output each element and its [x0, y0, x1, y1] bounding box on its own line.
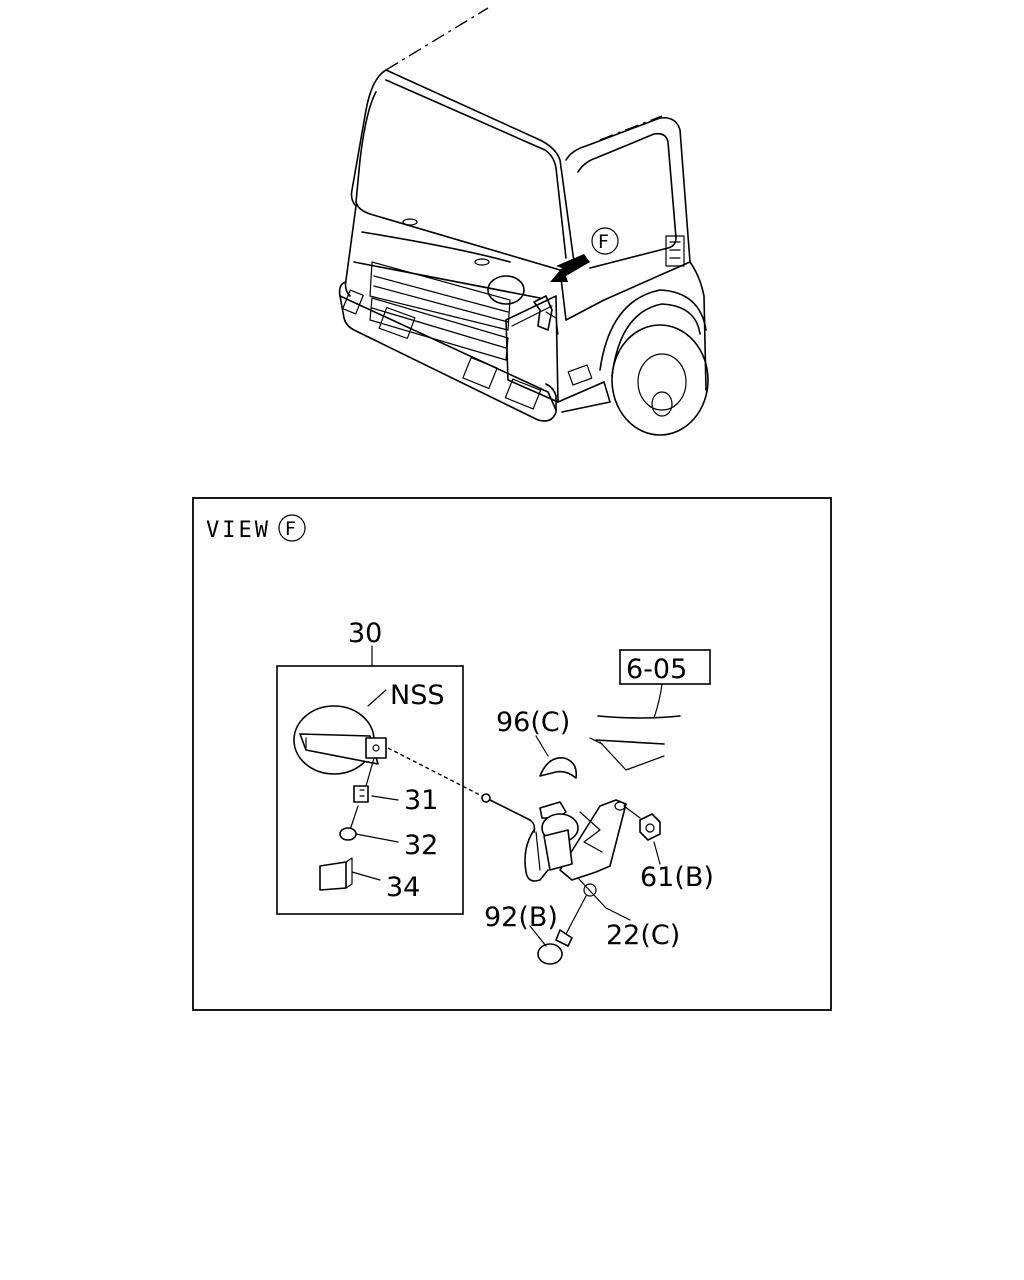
view-marker-label: F	[285, 518, 296, 540]
hinge-line	[365, 757, 375, 787]
cable-rod	[489, 799, 536, 833]
leader-22	[577, 877, 631, 921]
ref-box-6-05	[619, 649, 711, 685]
leader-34	[351, 871, 381, 881]
leader-92	[529, 925, 547, 947]
part-61-nut	[623, 805, 661, 841]
callout-nss: NSS	[390, 680, 444, 711]
part-31-clip	[353, 785, 369, 803]
lid-cable	[387, 747, 483, 797]
fuel-lid	[293, 705, 387, 775]
part-32-screw	[339, 805, 359, 841]
view-direction-arrow	[550, 254, 590, 282]
callout-32: 32	[404, 830, 438, 861]
callout-96: 96(C)	[496, 707, 570, 738]
callout-22: 22(C)	[606, 920, 680, 951]
view-panel-frame	[192, 497, 832, 1011]
subassembly-box-30	[276, 665, 464, 915]
callout-34: 34	[386, 872, 420, 903]
part-92-bolt	[537, 883, 597, 965]
callout-ref-6-05: 6-05	[626, 654, 687, 685]
leader-96	[535, 735, 549, 757]
leader-61	[653, 841, 661, 865]
leader-nss	[367, 689, 387, 707]
callout-92: 92(B)	[484, 902, 558, 933]
leader-6-05	[653, 683, 663, 719]
view-title: VIEW	[206, 518, 271, 543]
truck-cab-illustration: F	[338, 7, 709, 436]
callout-31: 31	[404, 785, 438, 816]
cab-view-marker	[591, 227, 619, 255]
callout-61: 61(B)	[640, 862, 714, 893]
leader-31	[371, 795, 399, 801]
part-96-grommet	[539, 757, 578, 779]
opener-assembly	[524, 799, 627, 882]
cab-view-marker-label: F	[598, 231, 609, 253]
leader-32	[355, 833, 399, 843]
body-panel-fragment	[589, 715, 681, 771]
view-marker-circle	[278, 514, 306, 542]
part-34-pad	[319, 857, 353, 891]
callout-30: 30	[348, 618, 382, 649]
